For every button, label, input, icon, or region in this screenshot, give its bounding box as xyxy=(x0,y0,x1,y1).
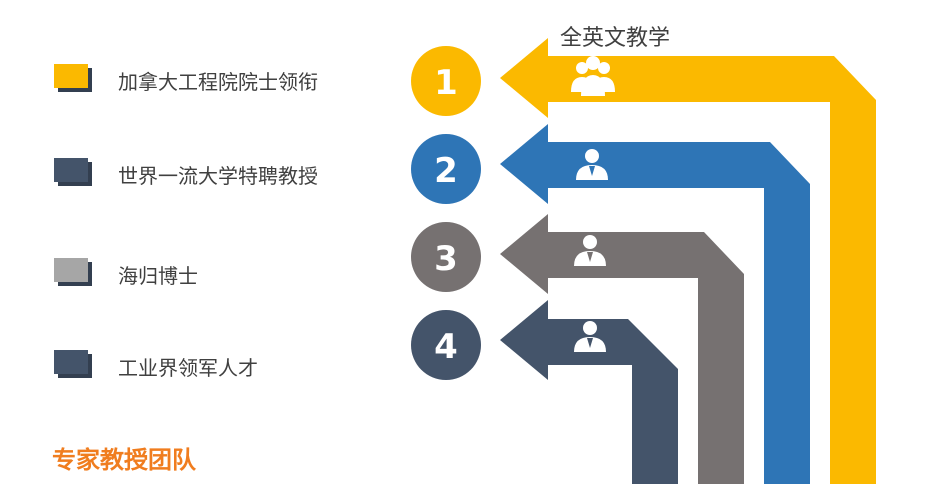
step-number-1: 1 xyxy=(434,63,458,103)
legend-label: 工业界领军人才 xyxy=(118,356,258,380)
step-number-2: 2 xyxy=(434,151,458,191)
legend-swatch xyxy=(52,156,96,192)
person-icon xyxy=(574,235,606,266)
group-people-icon xyxy=(571,56,615,96)
step-circle-4 xyxy=(411,310,481,380)
legend-label: 加拿大工程院院士领衔 xyxy=(118,70,318,94)
top-caption: 全英文教学 xyxy=(560,26,671,51)
legend-label: 世界一流大学特聘教授 xyxy=(118,164,318,188)
legend-swatch xyxy=(52,62,96,98)
arrow-1 xyxy=(500,38,876,484)
person-icon xyxy=(576,149,608,180)
team-title: 专家教授团队 xyxy=(52,446,196,474)
arrow-3 xyxy=(500,214,744,484)
legend-label: 海归博士 xyxy=(118,264,198,288)
legend-swatch xyxy=(52,256,96,292)
arrow-2 xyxy=(500,124,810,484)
person-icon xyxy=(574,321,606,352)
step-circle-1 xyxy=(411,46,481,116)
step-circle-3 xyxy=(411,222,481,292)
legend-swatch xyxy=(52,348,96,384)
arrow-4 xyxy=(500,300,678,484)
step-circle-2 xyxy=(411,134,481,204)
step-number-3: 3 xyxy=(434,239,458,279)
step-number-4: 4 xyxy=(434,327,458,367)
